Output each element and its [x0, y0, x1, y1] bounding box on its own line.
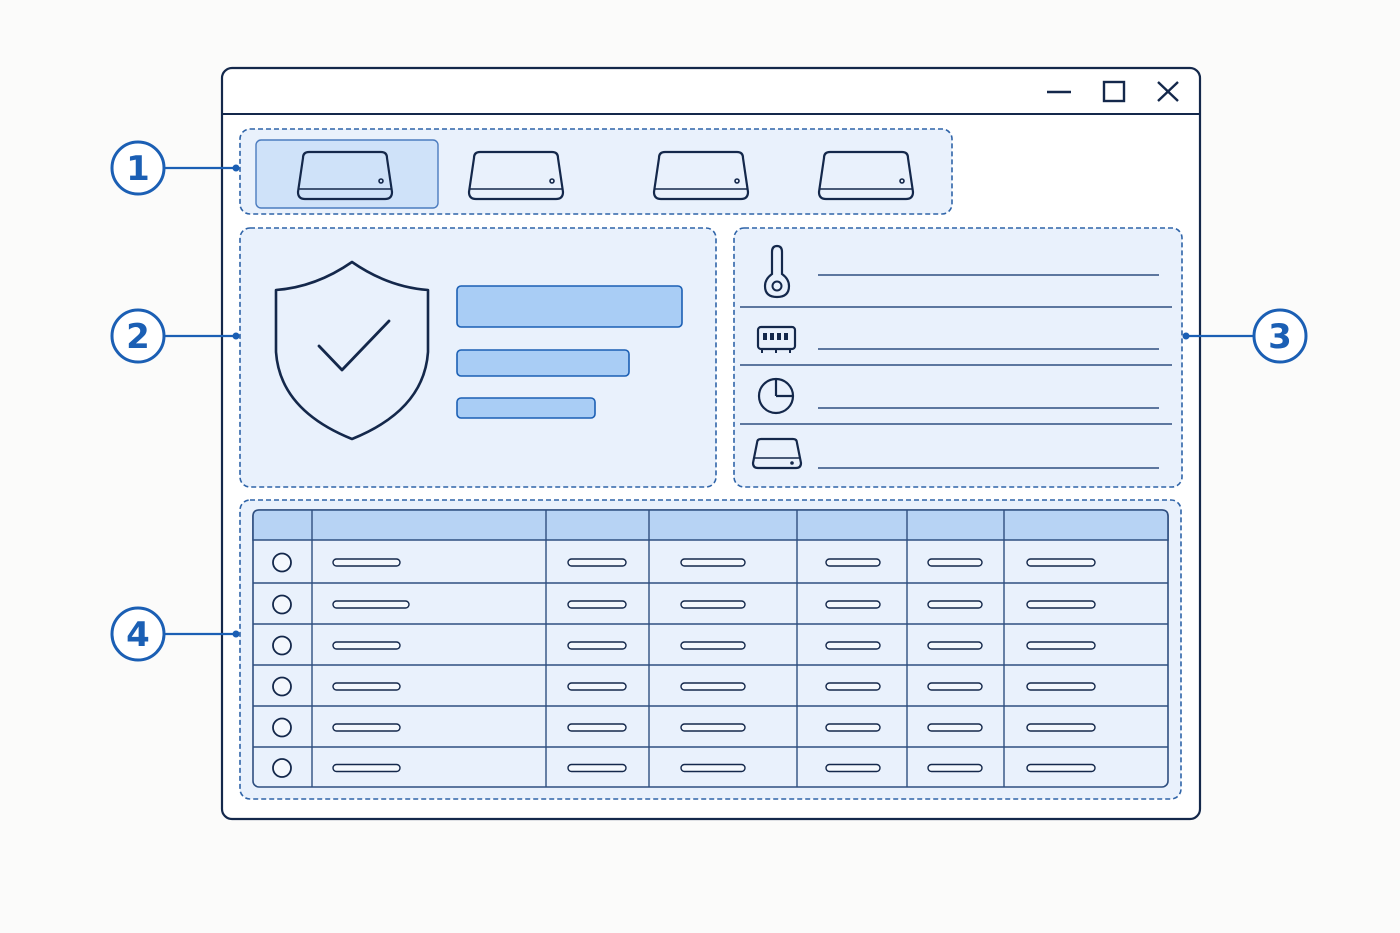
radio-circle-icon[interactable]	[272, 676, 292, 697]
table-cell-placeholder	[825, 723, 881, 732]
radio-circle-icon[interactable]	[272, 594, 292, 615]
table-cell-placeholder	[332, 763, 401, 773]
table-cell-placeholder	[332, 600, 410, 609]
status-bar-tertiary	[456, 397, 596, 419]
table-cell-placeholder	[1026, 763, 1096, 773]
table-cell-placeholder	[927, 600, 983, 609]
status-bar-primary	[456, 285, 683, 328]
drive-slot-3[interactable]	[652, 150, 750, 201]
table-cell-placeholder	[567, 763, 627, 773]
callout-number: 2	[126, 317, 150, 357]
callout-4: 4	[110, 606, 240, 662]
thermometer-icon	[763, 244, 791, 299]
maximize-icon[interactable]	[1102, 80, 1126, 103]
pie-chart-icon	[757, 377, 795, 415]
health-status-region	[239, 227, 717, 488]
hard-drive-icon	[467, 150, 565, 201]
memory-chip-icon	[756, 325, 797, 353]
table-cell-placeholder	[332, 558, 401, 567]
table-cell-placeholder	[332, 723, 401, 732]
callout-number: 1	[126, 149, 150, 189]
table-cell-placeholder	[332, 641, 401, 650]
drive-slot-2[interactable]	[467, 150, 565, 201]
table-cell-placeholder	[680, 558, 746, 567]
table-cell-placeholder	[927, 723, 983, 732]
table-cell-placeholder	[567, 682, 627, 691]
table-cell-placeholder	[927, 682, 983, 691]
table-cell-placeholder	[1026, 600, 1096, 609]
table-cell-placeholder	[825, 600, 881, 609]
radio-circle-icon[interactable]	[272, 635, 292, 656]
radio-circle-icon[interactable]	[272, 552, 292, 573]
table-cell-placeholder	[927, 641, 983, 650]
callout-number: 4	[126, 615, 150, 655]
drive-slot-4[interactable]	[817, 150, 915, 201]
table-cell-placeholder	[567, 641, 627, 650]
table-cell-placeholder	[680, 763, 746, 773]
table-row[interactable]	[272, 635, 1096, 656]
table-cell-placeholder	[567, 600, 627, 609]
table-cell-placeholder	[927, 558, 983, 567]
table-cell-placeholder	[1026, 723, 1096, 732]
callout-3: 3	[1182, 308, 1308, 364]
radio-circle-icon[interactable]	[272, 758, 292, 778]
table-cell-placeholder	[567, 723, 627, 732]
close-icon[interactable]	[1157, 81, 1179, 102]
table-cell-placeholder	[1026, 641, 1096, 650]
hard-drive-icon	[652, 150, 750, 201]
table-cell-placeholder	[680, 723, 746, 732]
table-row[interactable]	[272, 676, 1096, 697]
table-header	[252, 509, 1169, 541]
table-cell-placeholder	[680, 600, 746, 609]
table-row[interactable]	[272, 552, 1096, 573]
table-cell-placeholder	[567, 558, 627, 567]
table-cell-placeholder	[680, 641, 746, 650]
hard-drive-icon	[751, 437, 803, 470]
details-table-region	[239, 499, 1182, 800]
table-row[interactable]	[272, 758, 1096, 778]
table-cell-placeholder	[825, 641, 881, 650]
table-row[interactable]	[272, 594, 1096, 615]
drive-slot-1[interactable]	[296, 150, 394, 201]
callout-number: 3	[1268, 317, 1292, 357]
hard-drive-icon	[817, 150, 915, 201]
attributes-region	[733, 227, 1183, 488]
table-cell-placeholder	[680, 682, 746, 691]
shield-check-icon	[274, 260, 430, 441]
table-cell-placeholder	[332, 682, 401, 691]
hard-drive-icon	[296, 150, 394, 201]
radio-circle-icon[interactable]	[272, 717, 292, 738]
table-cell-placeholder	[825, 763, 881, 773]
callout-1: 1	[110, 140, 240, 196]
table-cell-placeholder	[1026, 682, 1096, 691]
table-cell-placeholder	[927, 763, 983, 773]
table-cell-placeholder	[1026, 558, 1096, 567]
status-bar-secondary	[456, 349, 630, 377]
table-row[interactable]	[272, 717, 1096, 738]
table-cell-placeholder	[825, 682, 881, 691]
drive-selector-region	[239, 128, 953, 215]
table-cell-placeholder	[825, 558, 881, 567]
details-table	[252, 509, 1169, 788]
callout-2: 2	[110, 308, 240, 364]
